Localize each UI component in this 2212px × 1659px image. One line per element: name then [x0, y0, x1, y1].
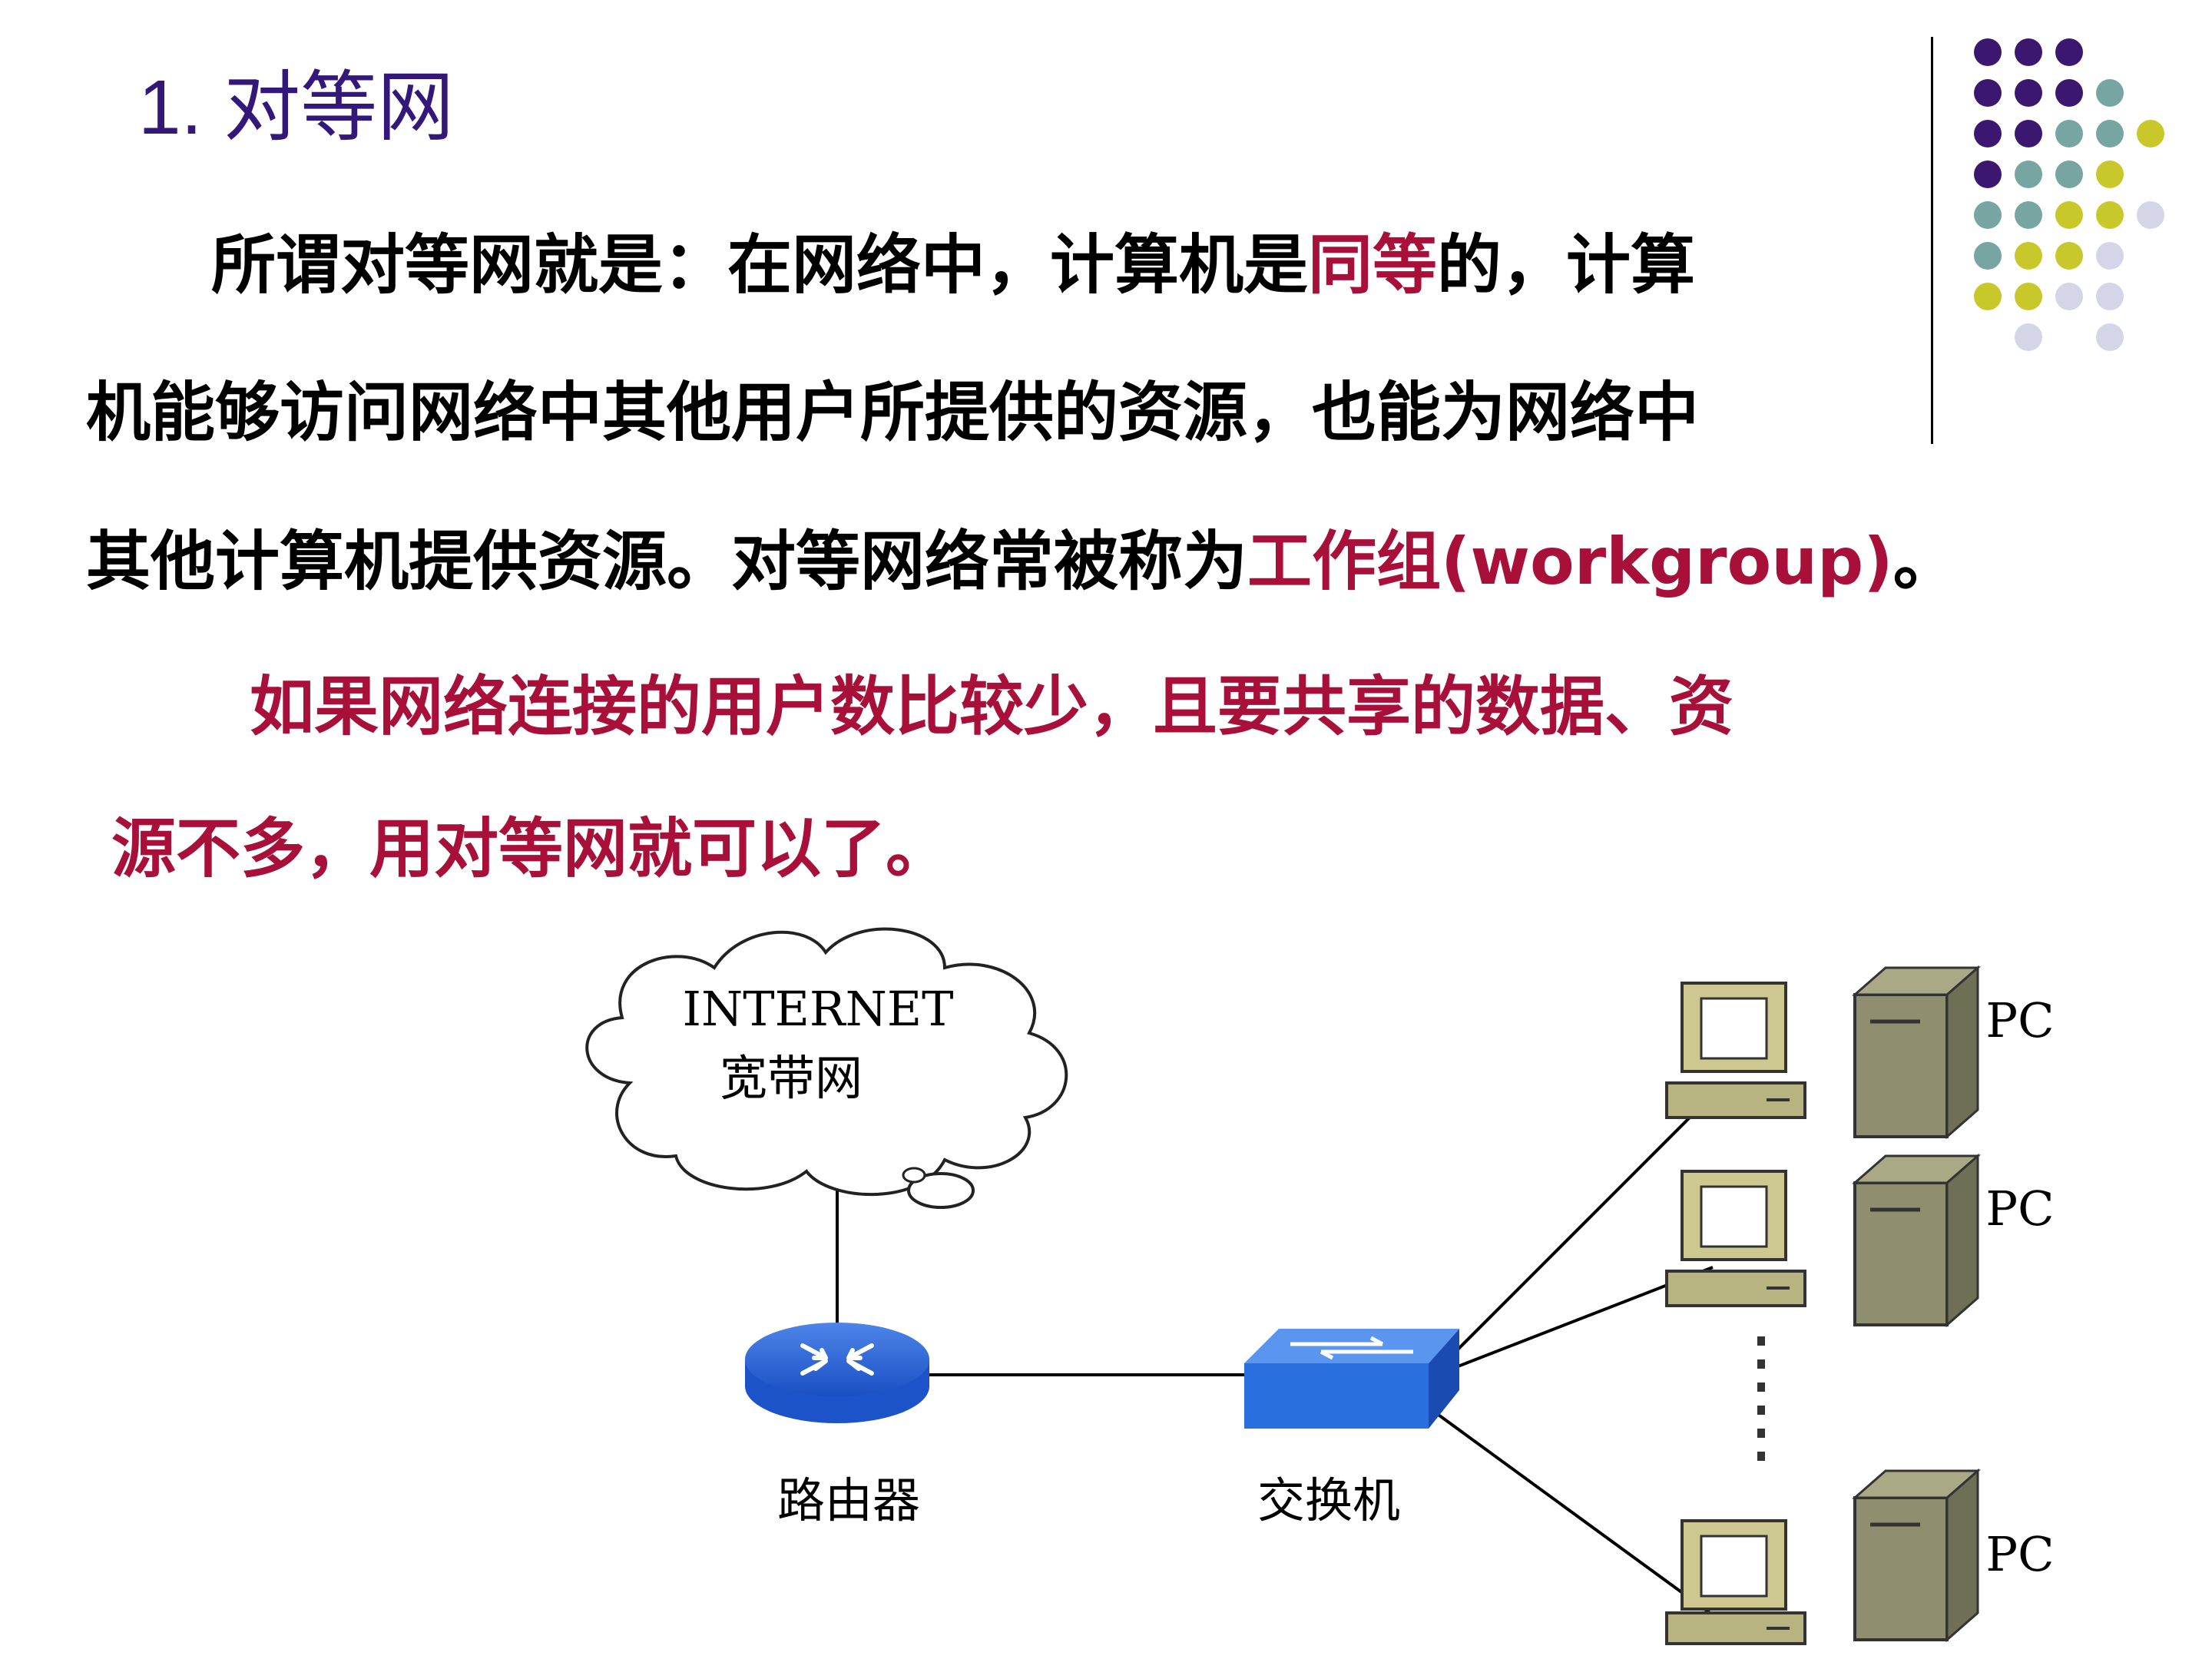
decorative-dot	[2055, 79, 2083, 107]
p1-line3-post: 。	[1892, 524, 1958, 599]
decorative-dot	[2096, 79, 2124, 107]
decorative-dot	[2096, 161, 2124, 188]
decorative-dot	[2096, 323, 2124, 351]
pc-3-icon	[1665, 1468, 1981, 1645]
decorative-dot	[2137, 120, 2164, 147]
router-icon	[745, 1323, 929, 1423]
decorative-dot-grid	[1974, 38, 2164, 351]
p1-line1-post: 的，计算	[1437, 227, 1696, 303]
decorative-dot	[1974, 242, 2002, 270]
p1-line3-highlight: 工作组(workgroup)	[1247, 524, 1893, 599]
decorative-dot	[2055, 242, 2083, 270]
p1-line1-highlight: 同等	[1308, 227, 1438, 303]
pc-1-icon	[1665, 965, 1981, 1140]
internet-cloud-icon: INTERNET 宽带网	[585, 927, 1068, 1209]
decorative-dot	[1974, 201, 2002, 229]
p1-line3-pre: 其他计算机提供资源。对等网络常被称为	[86, 524, 1248, 599]
decorative-dot	[2055, 120, 2083, 147]
decorative-dot	[1974, 79, 2002, 107]
decorative-dot	[2055, 283, 2083, 310]
paragraph-2-line-2: 源不多，用对等网就可以了。	[111, 811, 951, 886]
pc-1-label: PC	[1985, 992, 2054, 1048]
decorative-dot	[2137, 201, 2164, 229]
decorative-dot	[2096, 120, 2124, 147]
vertical-divider	[1931, 37, 1933, 444]
pc-2-icon	[1665, 1153, 1981, 1328]
paragraph-1-line-2: 机能够访问网络中其他用户所提供的资源，也能为网络中	[86, 375, 1700, 450]
cloud-label-broadband: 宽带网	[720, 1050, 863, 1106]
decorative-dot	[2015, 242, 2042, 270]
switch-label: 交换机	[1257, 1472, 1400, 1528]
more-pcs-ellipsis-icon	[1757, 1336, 1765, 1461]
pc-2-label: PC	[1985, 1181, 2054, 1237]
decorative-dot	[2015, 201, 2042, 229]
decorative-dot	[2015, 38, 2042, 66]
decorative-dot	[1974, 283, 2002, 310]
paragraph-1-line-3: 其他计算机提供资源。对等网络常被称为工作组(workgroup)。	[86, 523, 1958, 601]
decorative-dot	[2015, 161, 2042, 188]
decorative-dot	[2055, 201, 2083, 229]
decorative-dot	[1974, 161, 2002, 188]
page-title: 1. 对等网	[138, 65, 455, 151]
switch-icon	[1244, 1329, 1459, 1429]
decorative-dot	[1974, 120, 2002, 147]
decorative-dot	[2096, 283, 2124, 310]
decorative-dot	[2055, 161, 2083, 188]
decorative-dot	[1974, 38, 2002, 66]
p1-line1-pre: 所谓对等网就是：在网络中，计算机是	[211, 227, 1309, 303]
decorative-dot	[2015, 283, 2042, 310]
decorative-dot	[2055, 38, 2083, 66]
decorative-dot	[2096, 242, 2124, 270]
decorative-dot	[2096, 201, 2124, 229]
decorative-dot	[2015, 120, 2042, 147]
decorative-dot	[2015, 79, 2042, 107]
paragraph-2-line-1: 如果网络连接的用户数比较少，且要共享的数据、资	[250, 669, 1734, 744]
decorative-dot	[2015, 323, 2042, 351]
network-diagram: INTERNET 宽带网 路由器 交换机 PC PC	[585, 927, 2055, 1645]
router-label: 路由器	[777, 1472, 920, 1528]
cloud-label-internet: INTERNET	[683, 981, 954, 1037]
pc-3-label: PC	[1985, 1526, 2054, 1582]
paragraph-1-line-1: 所谓对等网就是：在网络中，计算机是同等的，计算	[211, 227, 1695, 304]
